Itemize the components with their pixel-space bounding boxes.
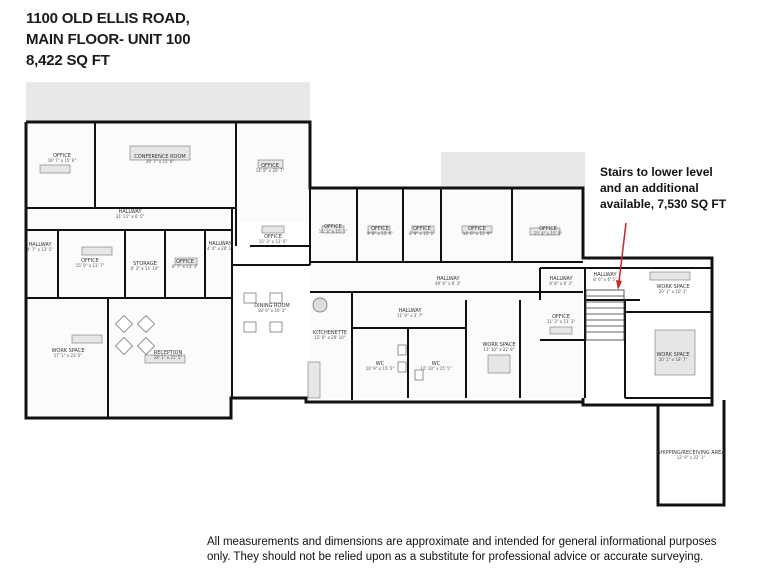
disclaimer-line-2: only. They should not be relied upon as … (207, 551, 704, 563)
room-dim-office-e2: 11' 3" x 11' 3" (547, 319, 576, 324)
room-name-office-nw: OFFICE (53, 153, 71, 159)
patio-east (441, 152, 585, 188)
room-name-work-e: WORK SPACE (656, 352, 689, 358)
room-name-office-a: OFFICE (324, 224, 342, 230)
room-dim-work-ne: 20' 1" x 10' 3" (659, 289, 688, 294)
room-dim-work-center: 13' 10" x 22' 8" (483, 347, 514, 352)
stairs (585, 289, 625, 341)
area-title: 8,422 SQ FT (26, 52, 110, 69)
room-dim-office-n2: 14' 8" x 20' 7" (256, 168, 285, 173)
room-name-office-n2: OFFICE (261, 163, 279, 169)
room-name-office-small: OFFICE (176, 259, 194, 265)
room-dim-work-w: 17' 1" x 23' 5" (54, 353, 83, 358)
room-dim-hallway-e1: 9' 8" x 6' 3" (549, 281, 573, 286)
room-name-hallway-wc: HALLWAY (398, 308, 422, 314)
stairs-callout-line-1: Stairs to lower level (600, 165, 713, 179)
room-name-wc1: WC (376, 361, 385, 367)
dining-chairs (115, 292, 424, 381)
room-dim-hallway-left: 4' 7" x 13' 5" (27, 247, 53, 252)
room-name-hallway-main: HALLWAY (436, 276, 460, 282)
room-name-kitchenette: KITCHENETTE (313, 330, 347, 336)
room-name-work-w: WORK SPACE (51, 348, 84, 354)
room-dim-conference: 29' 7" x 15' 6" (146, 159, 175, 164)
room-dim-office-e: 15' 4" x 15' 9" (534, 231, 563, 236)
room-name-office-west: OFFICE (81, 258, 99, 264)
room-dim-office-b: 9' 8" x 15' 9" (367, 231, 393, 236)
room-name-shipping: SHIPPING/RECEIVING AREA (657, 450, 725, 456)
room-name-wc2: WC (432, 361, 441, 367)
room-name-office-d: OFFICE (468, 226, 486, 232)
room-name-hallway-e1: HALLWAY (549, 276, 573, 282)
room-dim-hallway-main: 49' 6" x 6' 3" (435, 281, 461, 286)
room-dim-office-mid: 15' 3" x 12' 6" (259, 239, 288, 244)
room-dim-office-c: 8' 9" x 15' 1" (409, 231, 435, 236)
room-name-office-c: OFFICE (413, 226, 431, 232)
room-name-office-e2: OFFICE (552, 314, 570, 320)
outer-walls (24, 120, 726, 507)
room-dim-office-nw: 16' 7" x 15' 6" (48, 158, 77, 163)
room-dim-shipping: 12' 9" x 22' 3" (677, 455, 706, 460)
stairs-callout-line-3: available, 7,530 SQ FT (600, 197, 727, 211)
disclaimer-line-1: All measurements and dimensions are appr… (207, 536, 717, 548)
room-dim-office-west: 15' 0" x 13' 7" (76, 263, 105, 268)
room-dim-work-e: 20' 1" x 18' 7" (659, 357, 688, 362)
unit-title: MAIN FLOOR- UNIT 100 (26, 31, 191, 48)
patio-north (26, 82, 310, 122)
room-name-dining: DINING ROOM (254, 303, 289, 309)
address-title: 1100 OLD ELLIS ROAD, (26, 10, 190, 27)
room-name-hallway-w: HALLWAY (118, 209, 142, 215)
interior-walls (26, 121, 712, 418)
room-name-reception: RECEPTION (154, 350, 183, 356)
room-dim-office-small: 8' 7" x 13' 3" (172, 264, 198, 269)
room-name-office-b: OFFICE (371, 226, 389, 232)
furniture (39, 145, 696, 399)
stairs-callout-line-2: and an additional (600, 181, 699, 195)
room-dim-hallway-w: 31' 11" x 6' 5" (116, 214, 145, 219)
room-dim-storage: 6' 3" x 11' 10" (131, 266, 160, 271)
room-name-storage: STORAGE (133, 261, 157, 267)
room-dim-wc2: 10' 10" x 15' 5" (420, 366, 451, 371)
room-dim-dining: 18' 9" x 16' 3" (258, 308, 287, 313)
room-name-work-center: WORK SPACE (482, 342, 515, 348)
room-dim-wc1: 10' 9" x 15' 5" (366, 366, 395, 371)
room-name-office-mid: OFFICE (264, 234, 282, 240)
room-name-hallway-mid: HALLWAY (208, 241, 232, 247)
room-dim-hallway-e2: 8' 6" x 6' 5" (593, 277, 617, 282)
room-dim-hallway-wc: 11' 9" x 3' 7" (397, 313, 423, 318)
room-name-conference: CONFERENCE ROOM (134, 154, 185, 160)
callout-arrow (616, 222, 627, 290)
room-name-hallway-left: HALLWAY (28, 242, 52, 248)
room-name-hallway-e2: HALLWAY (593, 272, 617, 278)
room-name-work-ne: WORK SPACE (656, 284, 689, 290)
room-dim-hallway-mid: 4' 4" x 20' 1" (207, 246, 233, 251)
room-dim-office-d: 14' 6" x 15' 9" (463, 231, 492, 236)
room-dim-office-a: 11' 3" x 15' 1" (319, 229, 348, 234)
room-dim-reception: 28' 1" x 21' 5" (154, 355, 183, 360)
room-name-office-e: OFFICE (539, 226, 557, 232)
room-dim-kitchenette: 15' 6" x 20' 10" (314, 335, 345, 340)
